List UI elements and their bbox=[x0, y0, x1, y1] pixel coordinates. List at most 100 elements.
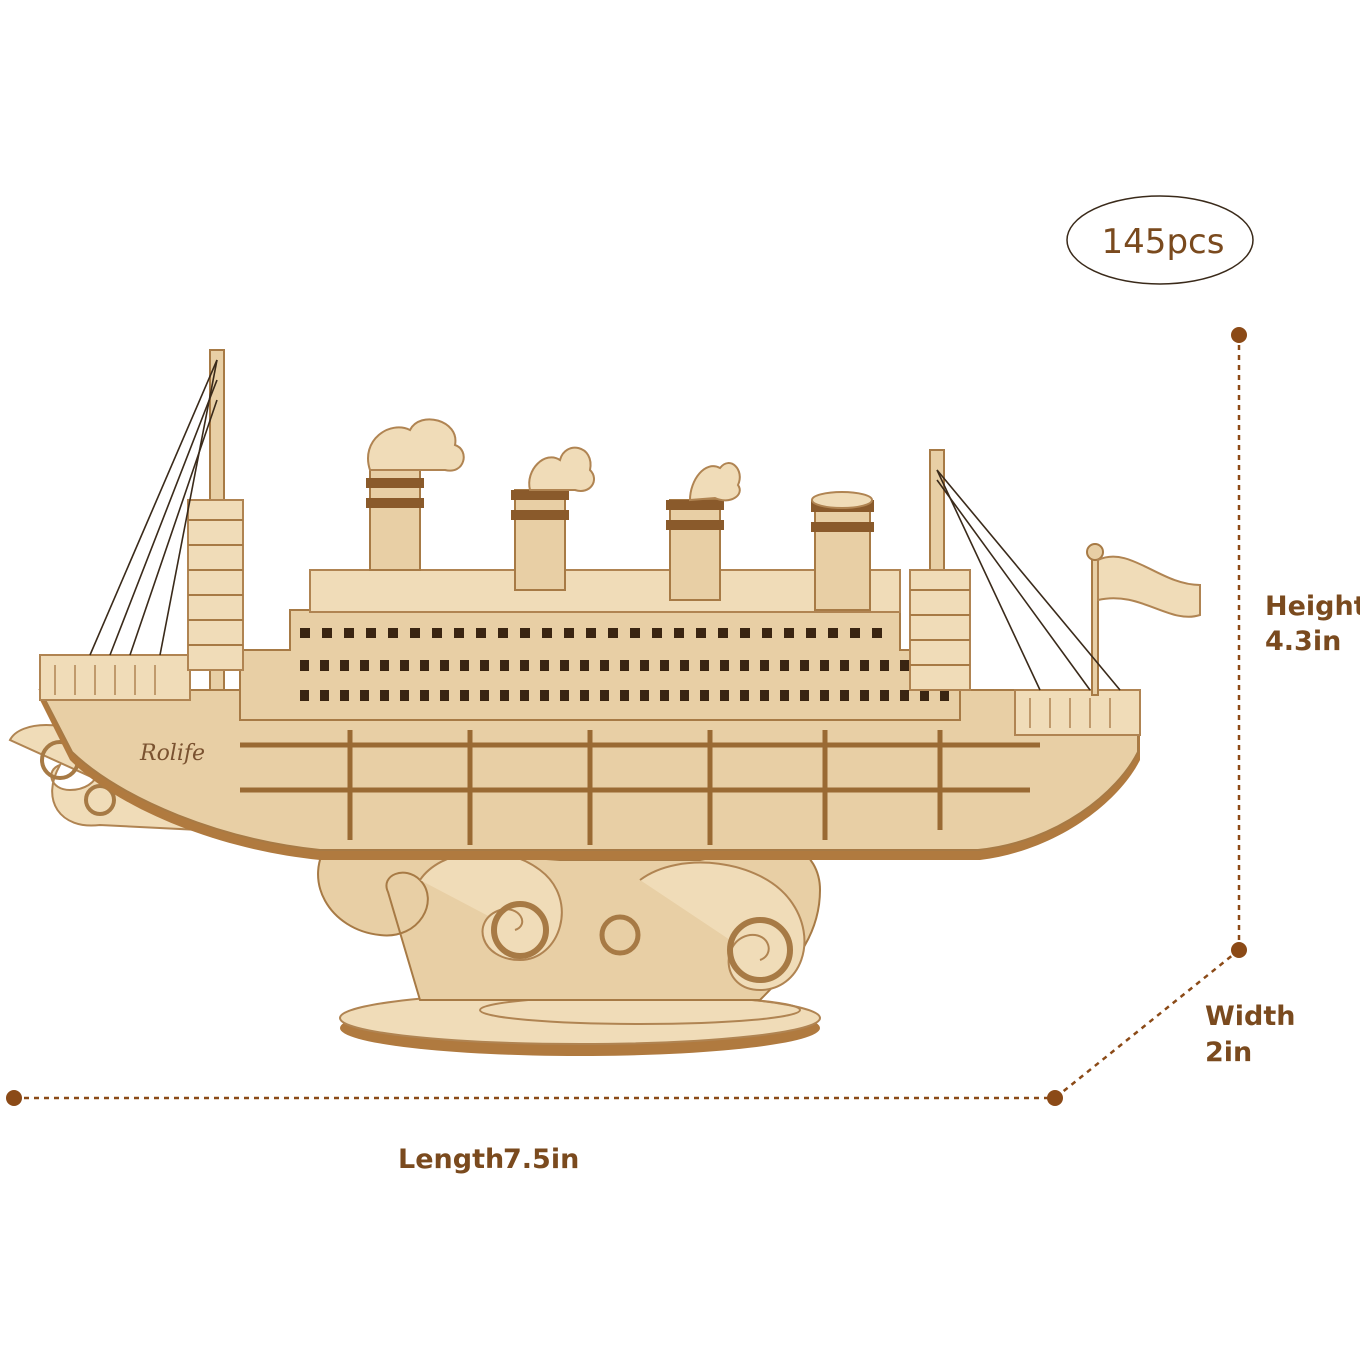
porthole-window bbox=[344, 628, 354, 638]
porthole-window bbox=[580, 660, 589, 671]
porthole-window bbox=[718, 628, 728, 638]
funnel-4 bbox=[811, 491, 874, 611]
porthole-window bbox=[500, 660, 509, 671]
porthole-window bbox=[784, 628, 794, 638]
height-top-dot bbox=[1231, 327, 1247, 343]
porthole-window bbox=[480, 690, 489, 701]
porthole-window bbox=[454, 628, 464, 638]
porthole-window bbox=[480, 660, 489, 671]
porthole-window bbox=[380, 690, 389, 701]
porthole-window bbox=[340, 690, 349, 701]
porthole-window bbox=[540, 660, 549, 671]
porthole-window bbox=[806, 628, 816, 638]
length-value: 7.5in bbox=[503, 1144, 579, 1175]
width-dimension: Width 2in bbox=[1047, 949, 1296, 1106]
hull: Rolife bbox=[38, 689, 1140, 860]
porthole-window bbox=[828, 628, 838, 638]
display-stand bbox=[339, 991, 821, 1056]
porthole-window bbox=[880, 660, 889, 671]
porthole-window bbox=[520, 628, 530, 638]
porthole-window bbox=[780, 660, 789, 671]
porthole-window bbox=[322, 628, 332, 638]
porthole-window bbox=[366, 628, 376, 638]
porthole-window bbox=[586, 628, 596, 638]
porthole-window bbox=[500, 690, 509, 701]
porthole-window bbox=[640, 660, 649, 671]
porthole-window bbox=[696, 628, 706, 638]
funnel-2 bbox=[511, 446, 595, 591]
porthole-window bbox=[700, 660, 709, 671]
porthole-window bbox=[542, 628, 552, 638]
porthole-window bbox=[640, 690, 649, 701]
end-decks bbox=[39, 654, 1141, 736]
porthole-window bbox=[850, 628, 860, 638]
porthole-window bbox=[674, 628, 684, 638]
porthole-window bbox=[608, 628, 618, 638]
porthole-window bbox=[460, 660, 469, 671]
brand-mark: Rolife bbox=[139, 741, 205, 766]
porthole-window bbox=[740, 628, 750, 638]
funnel-3 bbox=[666, 462, 741, 601]
porthole-window bbox=[652, 628, 662, 638]
porthole-window bbox=[388, 628, 398, 638]
porthole-window bbox=[432, 628, 442, 638]
piece-count-badge: 145pcs bbox=[1066, 195, 1254, 285]
porthole-window bbox=[620, 660, 629, 671]
porthole-window bbox=[760, 690, 769, 701]
length-label: Length bbox=[398, 1144, 504, 1175]
porthole-window bbox=[380, 660, 389, 671]
porthole-window bbox=[760, 660, 769, 671]
porthole-window bbox=[560, 660, 569, 671]
width-label: Width bbox=[1205, 1001, 1296, 1032]
porthole-window bbox=[580, 690, 589, 701]
porthole-window bbox=[420, 690, 429, 701]
porthole-window bbox=[880, 690, 889, 701]
porthole-window bbox=[920, 690, 929, 701]
porthole-window bbox=[320, 690, 329, 701]
porthole-window bbox=[564, 628, 574, 638]
porthole-window bbox=[680, 690, 689, 701]
porthole-window bbox=[940, 690, 949, 701]
porthole-window bbox=[440, 660, 449, 671]
porthole-window bbox=[300, 660, 309, 671]
porthole-window bbox=[660, 690, 669, 701]
porthole-window bbox=[780, 690, 789, 701]
piece-count-text: 145pcs bbox=[1102, 222, 1225, 262]
porthole-window bbox=[360, 690, 369, 701]
porthole-window bbox=[660, 660, 669, 671]
porthole-window bbox=[840, 690, 849, 701]
porthole-window bbox=[800, 690, 809, 701]
porthole-window bbox=[860, 690, 869, 701]
porthole-window bbox=[460, 690, 469, 701]
porthole-window bbox=[320, 660, 329, 671]
porthole-window bbox=[440, 690, 449, 701]
porthole-window bbox=[360, 660, 369, 671]
porthole-window bbox=[600, 660, 609, 671]
porthole-window bbox=[820, 690, 829, 701]
porthole-window bbox=[700, 690, 709, 701]
ship-model: Rolife bbox=[8, 349, 1201, 1056]
porthole-window bbox=[630, 628, 640, 638]
porthole-window bbox=[872, 628, 882, 638]
porthole-window bbox=[620, 690, 629, 701]
porthole-window bbox=[498, 628, 508, 638]
porthole-window bbox=[476, 628, 486, 638]
porthole-window bbox=[720, 660, 729, 671]
height-value: 4.3in bbox=[1265, 626, 1341, 657]
porthole-window bbox=[520, 660, 529, 671]
porthole-window bbox=[800, 660, 809, 671]
porthole-window bbox=[600, 690, 609, 701]
porthole-window bbox=[560, 690, 569, 701]
porthole-window bbox=[400, 690, 409, 701]
porthole-window bbox=[520, 690, 529, 701]
porthole-window bbox=[420, 660, 429, 671]
porthole-window bbox=[410, 628, 420, 638]
porthole-window bbox=[740, 690, 749, 701]
porthole-window bbox=[540, 690, 549, 701]
funnel-1 bbox=[366, 418, 465, 571]
length-dimension: Length 7.5in bbox=[6, 1090, 1055, 1175]
height-label: Height bbox=[1265, 591, 1360, 622]
porthole-window bbox=[860, 660, 869, 671]
wave-stand bbox=[317, 838, 822, 1001]
porthole-window bbox=[820, 660, 829, 671]
